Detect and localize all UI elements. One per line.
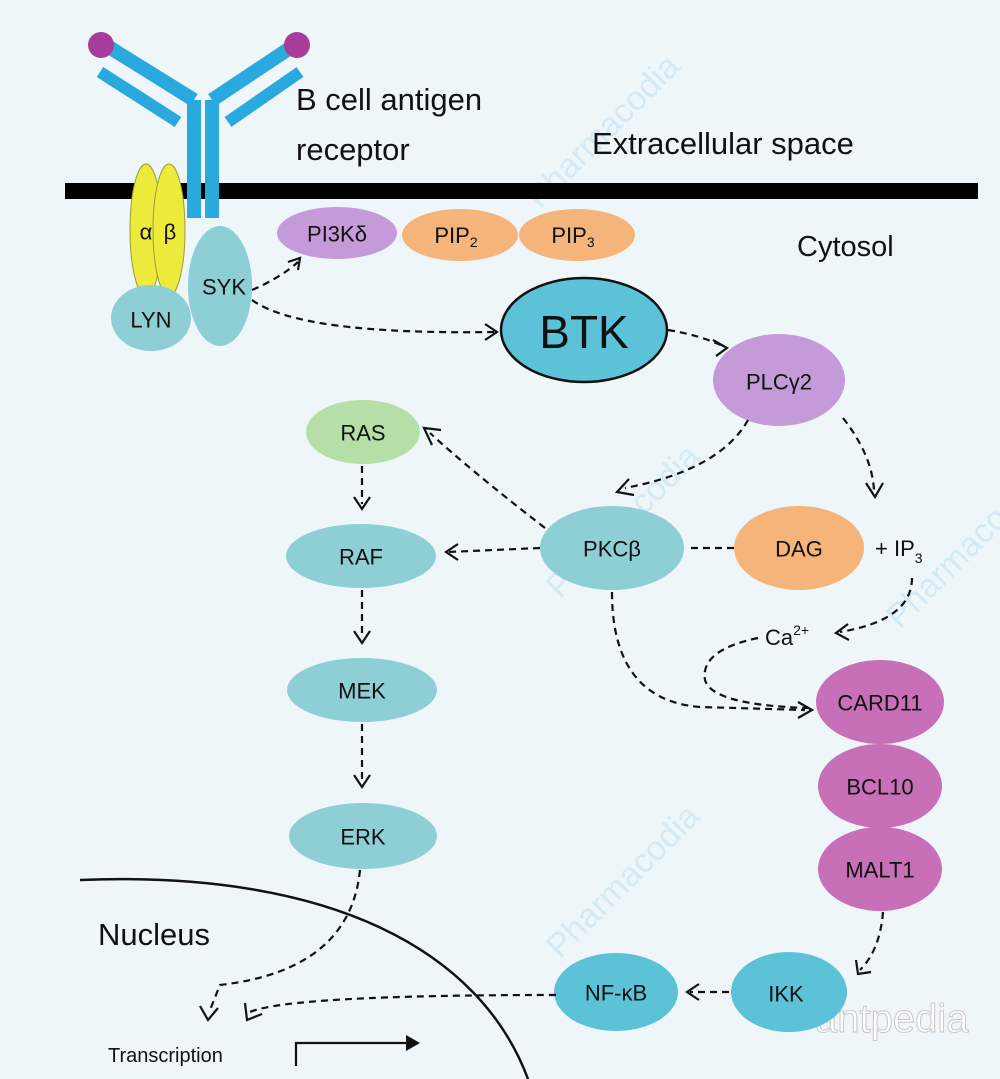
arrow-head [836,624,849,640]
lyn-label: LYN [130,308,171,333]
transcription-arrow-head [406,1035,420,1051]
alpha-label: α [140,220,153,245]
arrow-pkcb-card11 [612,592,805,710]
receptor-label-line2: receptor [296,132,410,167]
arrow-head [200,1006,218,1020]
ikk-label: IKK [768,982,804,1007]
arrow-pkcb-raf [448,548,540,552]
arrow-erk-transcription [210,870,360,1010]
beta-label: β [164,220,177,245]
arrow-plcg2-dag [843,418,874,490]
nucleus-label: Nucleus [98,917,210,952]
ras-label: RAS [340,421,385,446]
dag-label: DAG [775,537,823,562]
arrow-head [856,960,871,974]
btk-label: BTK [539,306,629,358]
arrow-malt1-ikk [860,912,883,970]
erk-label: ERK [340,825,386,850]
receptor-arm [212,44,296,100]
extracellular-label: Extracellular space [592,126,854,161]
receptor-tip [284,32,310,58]
arrow-btk-plcg2 [668,330,725,347]
raf-label: RAF [339,545,383,570]
watermark-brand: Pharmacodia [539,797,708,966]
arrow-syk-pi3k [252,262,298,290]
arrow-head [713,340,727,356]
nfkb-label: NF-κB [585,981,647,1006]
receptor-tip [88,32,114,58]
pkcb-label: PKCβ [583,537,641,562]
plcg2-label: PLCγ2 [746,370,812,395]
pi3k-label: PI3Kδ [307,222,367,247]
syk-label: SYK [202,275,246,300]
transcription-label: Transcription [108,1045,223,1067]
cell-membrane [65,183,978,199]
malt1-label: MALT1 [845,858,914,883]
receptor-arm [104,44,194,100]
arrow-syk-btk [252,300,495,332]
ca-label: Ca2+ [765,622,809,650]
card11-label: CARD11 [837,691,922,716]
receptor-label-line1: B cell antigen [296,82,482,117]
arrow-nfkb-transcription [250,995,556,1012]
arrow-pkcb-ras [430,433,545,528]
mek-label: MEK [338,679,386,704]
bcl10-label: BCL10 [846,775,913,800]
ip3-label: + IP3 [875,536,923,566]
transcription-arrow [296,1043,408,1066]
cytosol-label: Cytosol [797,231,894,263]
